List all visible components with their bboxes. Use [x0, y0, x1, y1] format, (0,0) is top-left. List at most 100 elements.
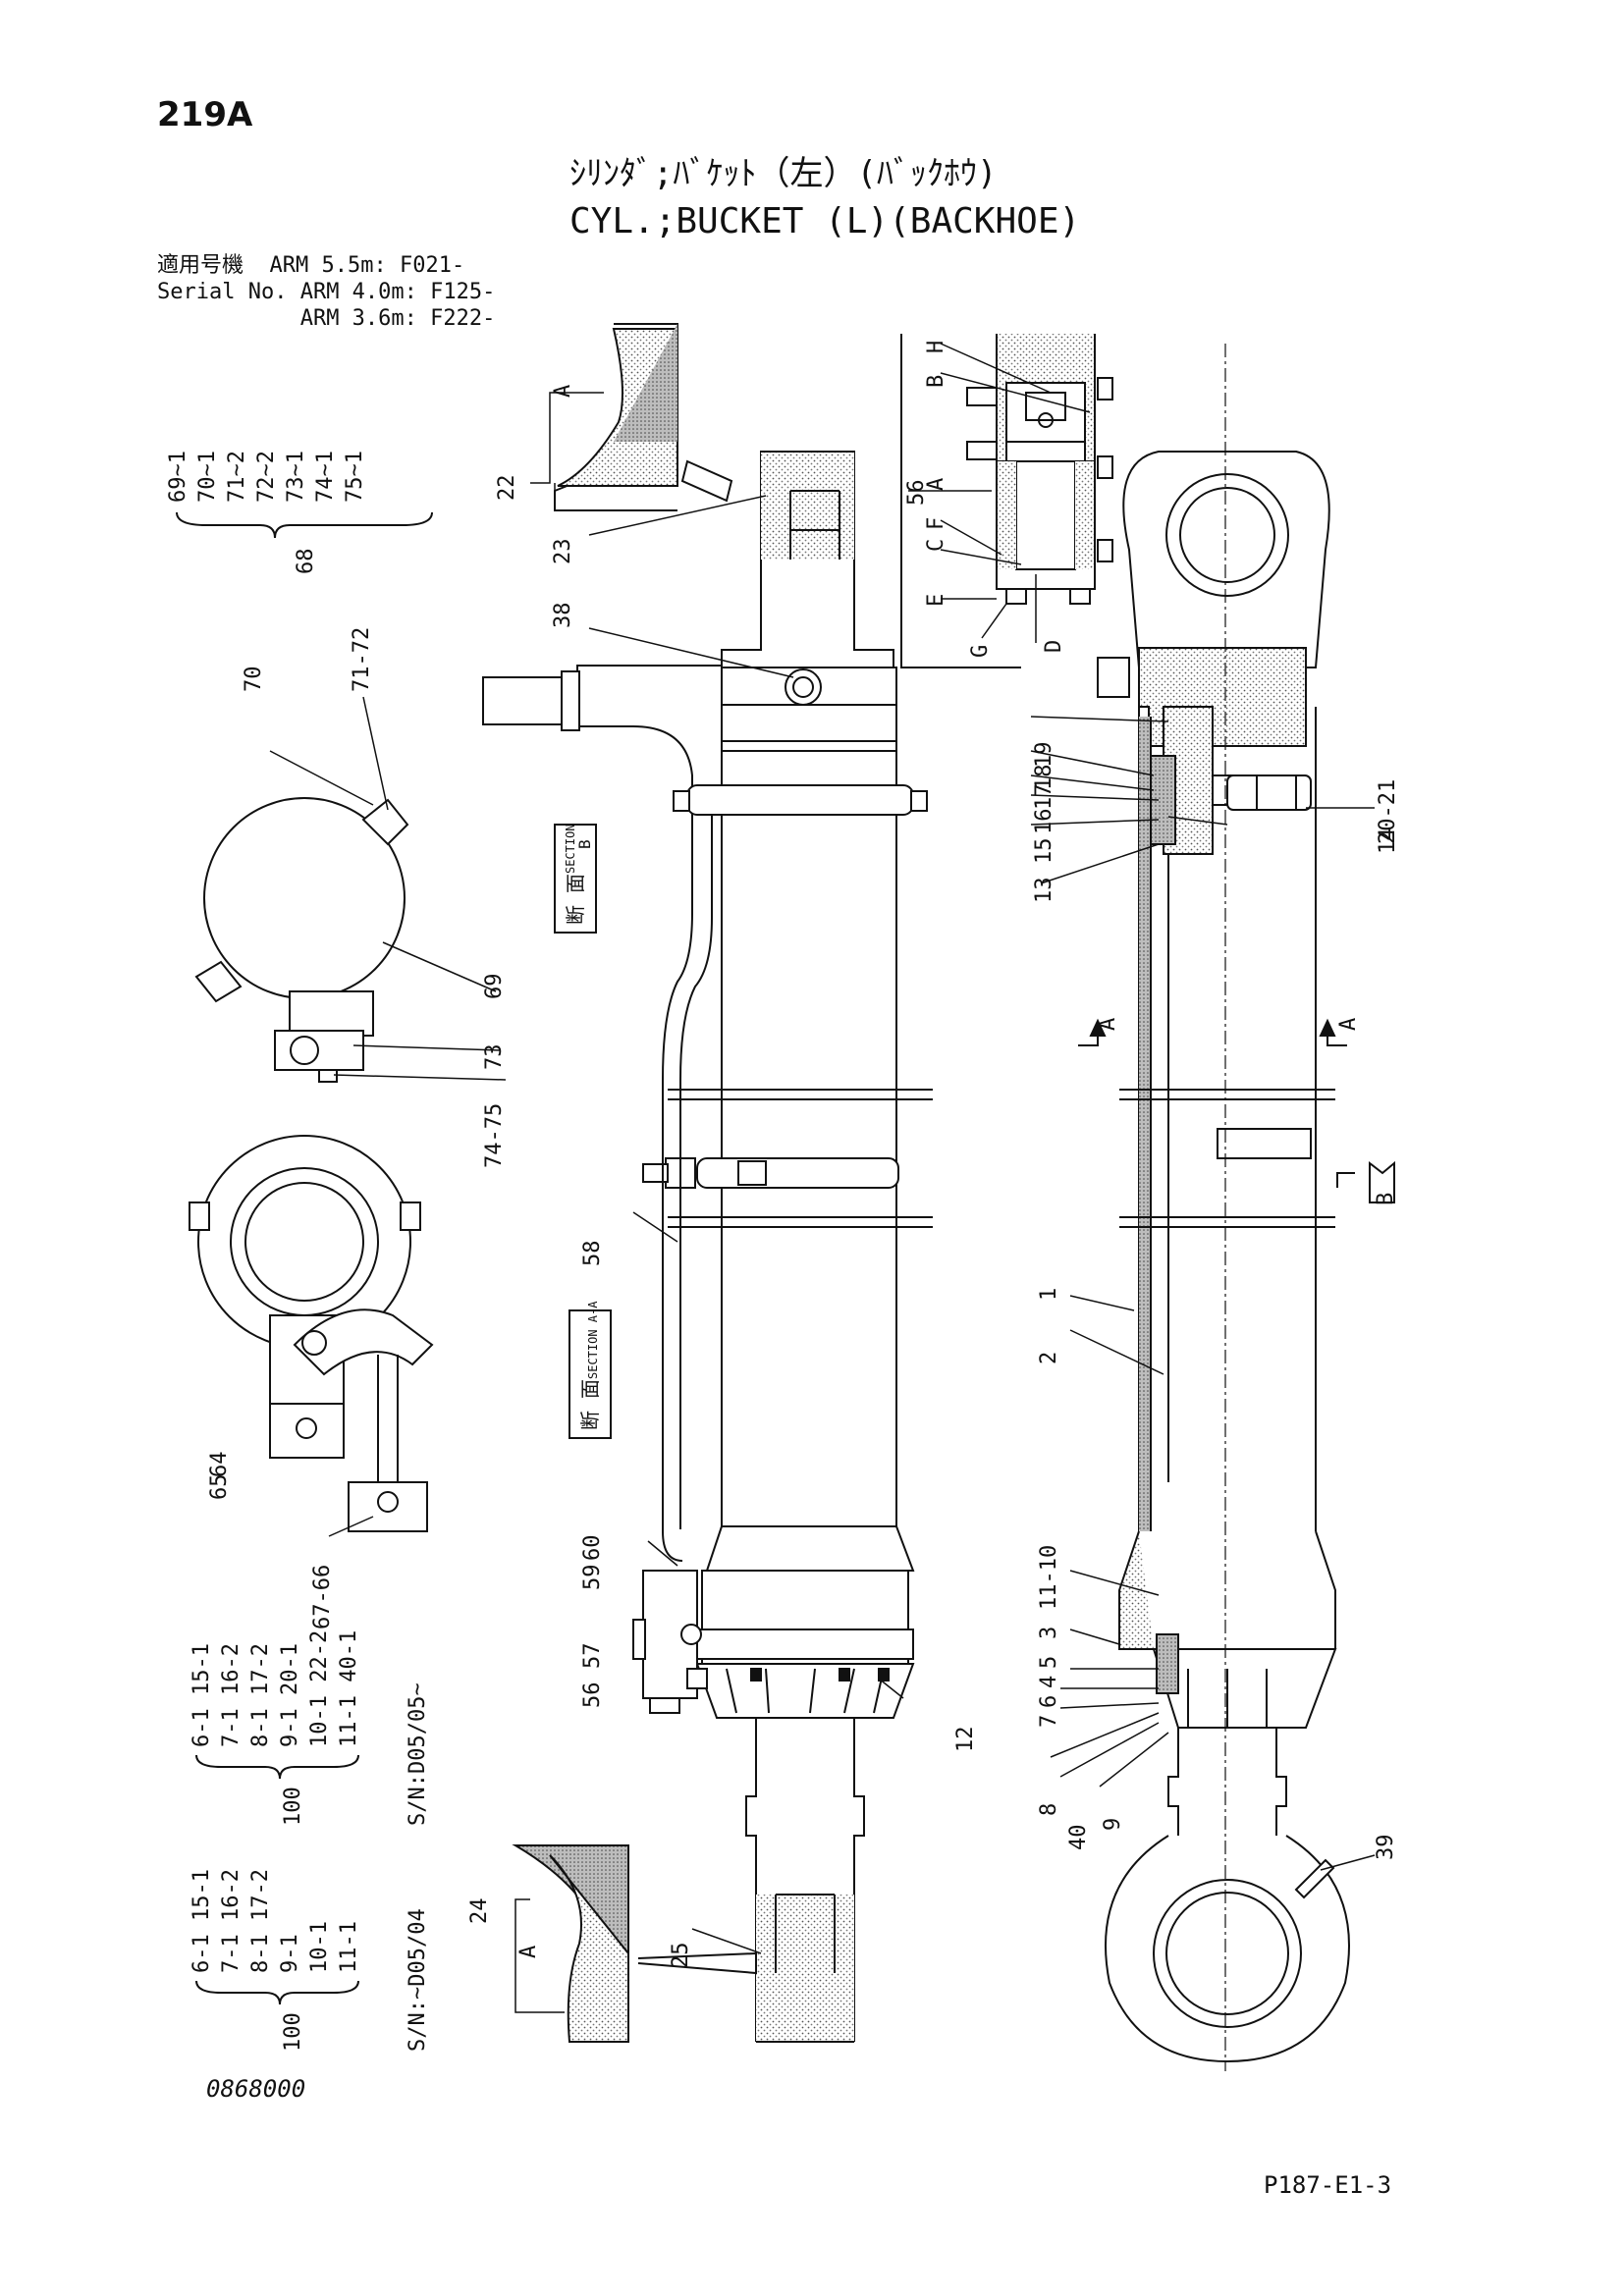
- callout-6: 6: [1037, 1695, 1061, 1708]
- document-number: 0868000: [206, 2075, 306, 2103]
- kit-100-old: 6-1 15-1 7-1 16-2 8-1 17-2 9-1 10-1 11-1…: [189, 1869, 430, 2052]
- callout-8: 8: [1037, 1803, 1061, 1816]
- callout-7: 7: [1037, 1715, 1061, 1728]
- callout-56: 56: [904, 480, 929, 507]
- callout-64: 64: [207, 1452, 232, 1478]
- callout-D: D: [1042, 640, 1066, 653]
- title-english: CYL.;BUCKET (L)(BACKHOE): [569, 201, 1081, 241]
- detail-24: [512, 1844, 757, 2043]
- callout-2: 2: [1037, 1352, 1061, 1364]
- callout-69: 69: [482, 974, 507, 1000]
- callout-17: 17: [1032, 784, 1056, 811]
- callout-12: 12: [953, 1727, 978, 1753]
- callout-A: A: [516, 1946, 541, 1958]
- kit100old-number: 100: [281, 2012, 305, 2052]
- callout-25: 25: [669, 1943, 693, 1969]
- callout-20-21: 20-21: [1376, 779, 1400, 844]
- section-b-jp: 断 面: [564, 874, 587, 925]
- kit100new-item: 7-1 16-2: [219, 1643, 244, 1747]
- section-mark: B: [1374, 1193, 1398, 1205]
- callout-C: C: [924, 539, 948, 552]
- callout-E: E: [924, 594, 948, 607]
- callout-18: 18: [1032, 765, 1056, 791]
- kit100old-item: 10-1: [307, 1921, 332, 1973]
- kit-68: 69~1 70~1 71~2 72~2 73~1 74~1 75~1 68: [166, 451, 433, 575]
- section-aa-jp: 断 面: [578, 1379, 602, 1430]
- callout-58: 58: [580, 1241, 605, 1267]
- callout-3: 3: [1037, 1627, 1061, 1639]
- callout-F: F: [924, 517, 948, 530]
- kit68-item: 69~1: [166, 451, 190, 503]
- callout-74-75: 74-75: [482, 1103, 507, 1168]
- serial-row-3: ARM 3.6m: F222-: [299, 305, 496, 331]
- kit100new-item: 6-1 15-1: [189, 1643, 214, 1747]
- serial-row-1: ARM 5.5m: F021-: [269, 253, 465, 278]
- leader-lines: [269, 343, 1376, 2013]
- kit100old-item: 7-1 16-2: [219, 1869, 244, 1973]
- cylinder-exterior-view: [482, 451, 933, 2043]
- section-mark: A: [1096, 1018, 1120, 1031]
- callout-4: 4: [1037, 1676, 1061, 1688]
- callout-56: 56: [580, 1682, 605, 1709]
- page-reference: P187-E1-3: [1264, 2171, 1392, 2199]
- callout-71-72: 71-72: [350, 627, 374, 692]
- callout-65: 65: [207, 1474, 232, 1501]
- section-aa-view: [189, 1135, 434, 1532]
- kit68-item: 72~2: [254, 451, 279, 503]
- kit100new-item: 11-1 40-1: [337, 1630, 361, 1747]
- callout-13: 13: [1032, 878, 1056, 904]
- title-japanese: ｼﾘﾝﾀﾞ;ﾊﾞｹｯﾄ（左）(ﾊﾞｯｸﾎｳ): [569, 154, 998, 193]
- detail-inset: [900, 334, 1113, 668]
- kit68-item: 70~1: [195, 451, 220, 503]
- serial-block: 適用号機 ARM 5.5m: F021- Serial No. ARM 4.0m…: [157, 253, 495, 332]
- serial-label-en: Serial No.: [157, 279, 288, 304]
- clamp-detail: [194, 797, 409, 1083]
- kit100old-item: 11-1: [337, 1921, 361, 1973]
- callout-A: A: [551, 385, 575, 398]
- callout-39: 39: [1374, 1835, 1398, 1861]
- kit68-number: 68: [294, 549, 318, 575]
- serial-label-jp: 適用号機: [157, 253, 244, 278]
- callout-1: 1: [1037, 1288, 1061, 1301]
- callout-16: 16: [1032, 809, 1056, 835]
- callout-73: 73: [482, 1044, 507, 1071]
- section-mark: A: [1336, 1018, 1361, 1031]
- callout-19: 19: [1032, 742, 1056, 769]
- callout-A: A: [924, 478, 948, 491]
- callout-40: 40: [1066, 1825, 1091, 1851]
- callout-5: 5: [1037, 1656, 1061, 1669]
- callout-23: 23: [551, 539, 575, 565]
- kit100old-item: 8-1 17-2: [248, 1869, 273, 1973]
- page-number: 219A: [157, 95, 253, 134]
- section-b-en: SECTION: [564, 824, 577, 874]
- section-b-label: 断 面 SECTION B: [554, 824, 597, 934]
- callout-9: 9: [1101, 1818, 1125, 1831]
- callout-57: 57: [580, 1643, 605, 1670]
- kit100new-serial: S/N:D05/05~: [406, 1682, 430, 1826]
- kit68-item: 73~1: [284, 451, 308, 503]
- section-arrows: [1078, 1018, 1395, 1203]
- kit100new-item: 10-1 22-2: [307, 1630, 332, 1747]
- cylinder-section-view: [1097, 451, 1350, 2063]
- callout-24: 24: [467, 1898, 492, 1925]
- section-b-letter: B: [575, 839, 594, 849]
- callout-22: 22: [495, 475, 519, 502]
- callout-38: 38: [551, 603, 575, 629]
- kit100old-item: 6-1 15-1: [189, 1869, 214, 1973]
- callout-67-66: 67-66: [310, 1565, 335, 1629]
- callout-G: G: [968, 645, 993, 658]
- callout-60: 60: [580, 1535, 605, 1562]
- kit68-item: 75~1: [343, 451, 367, 503]
- section-aa-label: 断 面 SECTION A-A: [568, 1301, 612, 1439]
- kit-100-new: 6-1 15-1 7-1 16-2 8-1 17-2 9-1 20-1 10-1…: [189, 1630, 430, 1826]
- section-aa-en: SECTION A-A: [586, 1301, 600, 1379]
- kit100new-number: 100: [281, 1787, 305, 1826]
- kit100old-item: 9-1: [278, 1934, 302, 1973]
- kit100new-item: 8-1 17-2: [248, 1643, 273, 1747]
- detail-22: [554, 323, 733, 511]
- kit100new-item: 9-1 20-1: [278, 1643, 302, 1747]
- serial-row-2: ARM 4.0m: F125-: [299, 279, 496, 304]
- callout-14: 14: [1376, 828, 1400, 855]
- callout-H: H: [924, 341, 948, 353]
